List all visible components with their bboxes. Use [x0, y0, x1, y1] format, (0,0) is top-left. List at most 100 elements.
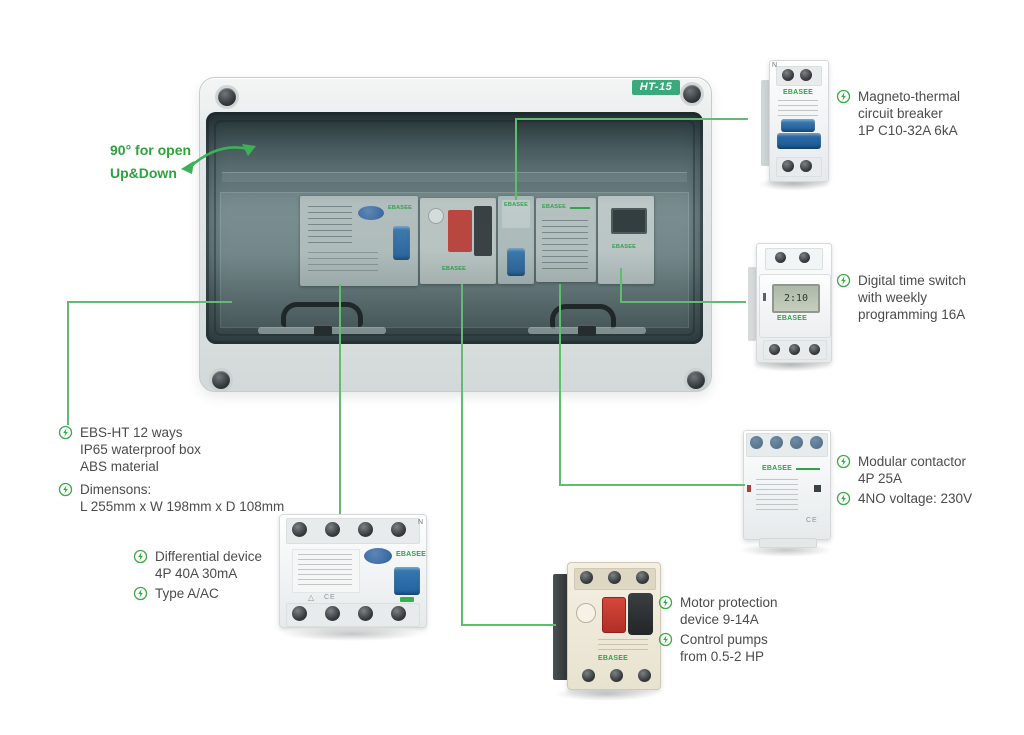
terminal-screw-icon: [358, 522, 373, 537]
brand-text: EBASEE: [762, 465, 792, 472]
terminal-screw-icon: [800, 69, 812, 81]
callout-line-contactor: [559, 484, 745, 486]
terminal-screw-icon: [580, 571, 593, 584]
terminal-screw-icon: [775, 252, 786, 263]
terminal-screw-icon: [782, 69, 794, 81]
contactor-body: EBASEE CE: [743, 430, 831, 540]
terminal-screw-icon: [292, 606, 307, 621]
adjust-dial: [576, 603, 596, 623]
test-button: [364, 548, 392, 564]
callout-text: Differential device: [155, 549, 263, 564]
photo-shadow: [553, 687, 659, 701]
ce-mark: CE: [324, 594, 336, 601]
test-button: [358, 206, 384, 220]
callout-text: with weekly: [858, 290, 928, 305]
top-cap: [765, 248, 823, 270]
callout-text: 4P 40A 30mA: [155, 566, 238, 581]
window-groove: [222, 172, 687, 182]
lcd-display: 2:10: [772, 284, 820, 313]
internal-motor-protection: EBASEE: [420, 198, 496, 284]
terminal-screw-icon: [790, 436, 803, 449]
brand-underline: [796, 468, 820, 470]
terminal-screw-icon: [358, 606, 373, 621]
terminal-screw-icon: [770, 436, 783, 449]
stop-button-black: [474, 206, 492, 256]
lid-handle: [550, 304, 616, 329]
energy-icon: [836, 491, 851, 506]
terminal-screw-icon: [292, 522, 307, 537]
callout-line-timer: [620, 268, 622, 303]
callout-text: device 9-14A: [680, 612, 759, 627]
callout-line-motor: [461, 624, 556, 626]
motor-body: EBASEE: [567, 562, 661, 690]
brand-text: EBASEE: [442, 266, 466, 272]
screw-icon: [212, 371, 230, 389]
internal-mini-breaker: EBASEE: [498, 196, 534, 284]
callout-line-contactor: [559, 284, 561, 486]
device-label-lines: [542, 220, 588, 272]
internal-time-switch: EBASEE: [598, 196, 654, 284]
callout-contactor-voltage: 4NO voltage: 230V: [836, 490, 972, 507]
callout-text: IP65 waterproof box: [80, 442, 201, 457]
timer-body: 2:10 EBASEE: [756, 243, 832, 363]
model-tag: HT-15: [632, 80, 680, 95]
callout-breaker: Magneto-thermal circuit breaker 1P C10-3…: [836, 88, 960, 139]
internal-contactor: EBASEE: [536, 198, 596, 282]
energy-icon: [658, 632, 673, 647]
callout-text: from 0.5-2 HP: [680, 649, 765, 664]
stop-button-black: [628, 593, 653, 635]
callout-text: 1P C10-32A 6kA: [858, 123, 958, 138]
open-direction-arrow-icon: [181, 144, 256, 174]
terminal-screw-icon: [325, 522, 340, 537]
terminal-screw-icon: [636, 571, 649, 584]
brand-text: EBASEE: [396, 551, 426, 558]
callout-text: Type A/AC: [155, 586, 219, 601]
internal-differential-device: EBASEE: [300, 196, 418, 286]
callout-line-box: [67, 301, 232, 303]
brand-text: EBASEE: [388, 205, 412, 211]
start-button-red: [448, 210, 472, 252]
open-note-line2: Up&Down: [110, 165, 177, 181]
toggle-upper: [781, 119, 815, 132]
callout-text: Digital time switch: [858, 273, 967, 288]
callout-line-box: [67, 301, 69, 425]
callout-line-timer: [620, 301, 746, 303]
callout-text: programming 16A: [858, 307, 966, 322]
screw-icon: [687, 371, 705, 389]
warning-triangle-icon: △: [308, 593, 315, 602]
brand-text: EBASEE: [777, 315, 807, 322]
side-button: [763, 293, 766, 301]
ce-mark: CE: [806, 517, 818, 524]
n-marking: N: [418, 519, 424, 526]
open-note: 90° for open Up&Down: [110, 139, 191, 185]
brand-text: EBASEE: [612, 244, 636, 250]
callout-rcd: Differential device 4P 40A 30mA: [133, 548, 262, 582]
terminal-screw-icon: [608, 571, 621, 584]
photo-1p-breaker: N EBASEE: [755, 58, 833, 191]
window-mark: [814, 485, 821, 492]
energy-icon: [658, 595, 673, 610]
energy-icon: [836, 454, 851, 469]
brand-text: EBASEE: [783, 89, 813, 96]
callout-timer: Digital time switch with weekly programm…: [836, 272, 966, 323]
enclosure-window: EBASEE EBASEE EBASEE EBASEE EBASEE: [206, 112, 703, 344]
n-marking: N: [772, 62, 778, 69]
callout-rcd-type: Type A/AC: [133, 585, 219, 602]
callout-motor: Motor protection device 9-14A: [658, 594, 778, 628]
callout-text: Motor protection: [680, 595, 778, 610]
open-note-line1: 90° for open: [110, 142, 192, 158]
status-indicator-green: [400, 597, 414, 602]
toggle-switch: [393, 226, 410, 260]
rating-text-lines: [298, 554, 352, 588]
brand-text: EBASEE: [598, 655, 628, 662]
din-rail-tab: [761, 80, 771, 166]
rating-text-lines: [598, 639, 648, 651]
energy-icon: [58, 425, 73, 440]
terminal-screw-icon: [810, 436, 823, 449]
device-diagram-lines: [308, 252, 378, 276]
terminal-screw-icon: [610, 669, 623, 682]
terminal-screw-icon: [789, 344, 800, 355]
rcd-body: N EBASEE △ CE: [279, 514, 427, 628]
start-button-red: [602, 597, 626, 633]
